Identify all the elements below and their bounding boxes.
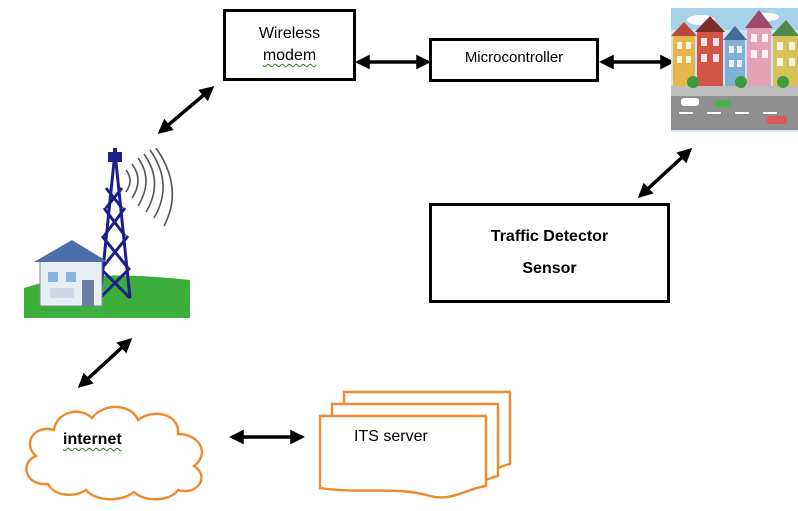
cloud-icon [25, 405, 204, 501]
wireless-modem-label-line2: modem [262, 47, 317, 64]
cell-tower-icon [24, 148, 190, 318]
traffic-detector-sensor-box: Traffic Detector Sensor [429, 203, 670, 303]
traffic-sensor-label-line1: Traffic Detector [490, 228, 609, 245]
internet-label: internet [63, 431, 122, 448]
arrow-tower-modem [157, 86, 215, 134]
wireless-modem-label-line1: Wireless [258, 25, 321, 42]
microcontroller-box: Microcontroller [429, 38, 599, 82]
city-street-icon [671, 8, 798, 132]
wireless-modem-box: Wireless modem [223, 9, 356, 81]
traffic-sensor-label-line2: Sensor [522, 260, 577, 277]
microcontroller-label: Microcontroller [464, 49, 564, 66]
document-stack-icon [318, 390, 512, 499]
arrow-street-sensor [637, 148, 693, 198]
its-server-label: ITS server [354, 428, 428, 445]
arrow-tower-internet [77, 338, 133, 388]
